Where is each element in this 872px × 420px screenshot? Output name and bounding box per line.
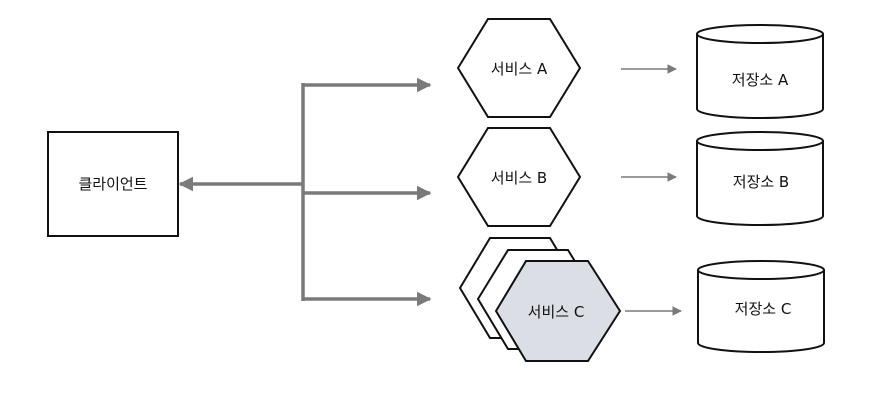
store-a-label: 저장소 A xyxy=(732,71,789,89)
service-a-label: 서비스 A xyxy=(491,60,548,78)
client-node: 클라이언트 xyxy=(47,131,179,237)
service-c-stack: 서비스 C xyxy=(458,237,622,362)
service-b-label: 서비스 B xyxy=(491,169,547,187)
service-a-node: 서비스 A xyxy=(456,18,582,118)
store-b-node: 저장소 B xyxy=(696,131,824,226)
store-c-node: 저장소 C xyxy=(697,260,825,353)
service-c-label: 서비스 C xyxy=(528,303,585,321)
service-c-instance-front xyxy=(494,260,622,362)
store-b-label: 저장소 B xyxy=(733,173,789,191)
store-a-node: 저장소 A xyxy=(696,24,824,119)
client-label: 클라이언트 xyxy=(78,175,147,193)
client-service-connectors xyxy=(178,77,432,307)
service-store-connectors xyxy=(621,64,682,316)
store-c-label: 저장소 C xyxy=(735,300,792,318)
service-b-node: 서비스 B xyxy=(456,127,582,227)
